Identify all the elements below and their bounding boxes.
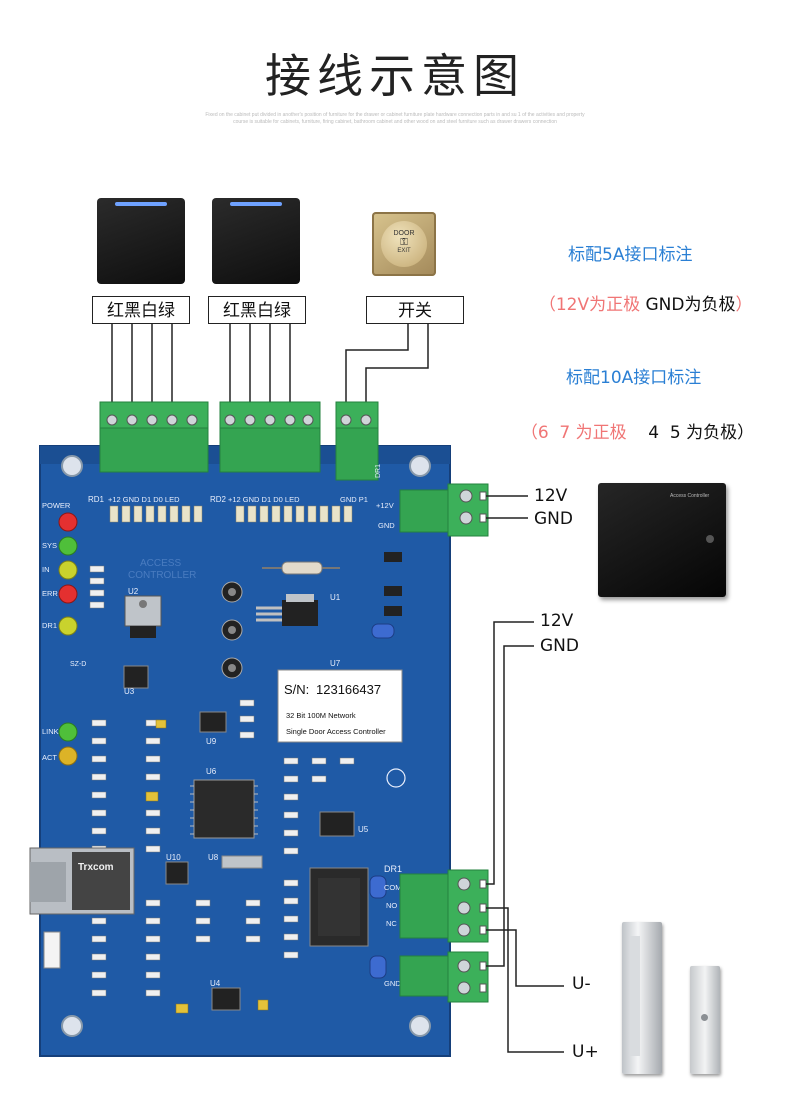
svg-text:SYS: SYS	[42, 541, 57, 550]
door-text: DOOR	[393, 230, 415, 237]
magnetic-lock	[622, 922, 662, 1074]
svg-text:U5: U5	[358, 825, 369, 834]
svg-text:U1: U1	[330, 593, 341, 602]
jack-brand: Trxcom	[78, 862, 114, 873]
connector-header	[43, 931, 61, 969]
exit-button-device: DOOR ⚿ EXIT	[372, 212, 436, 276]
gnd-label: GND	[378, 521, 395, 530]
no-label: NO	[386, 901, 397, 910]
small-chips	[123, 665, 355, 1011]
terminal-rd1	[99, 401, 209, 473]
svg-text:ACT: ACT	[42, 753, 57, 762]
svg-text:ERR: ERR	[42, 589, 58, 598]
access-text: ACCESS	[140, 558, 181, 569]
lock-u-plus-label: U+	[572, 1042, 599, 1062]
terminal-lock-gnd	[399, 951, 489, 1003]
rd2-label: RD2	[210, 495, 227, 504]
svg-text:U4: U4	[210, 979, 221, 988]
dr1-pin-labels: GND P1	[340, 495, 368, 504]
reader2-wire-label: 红黑白绿	[208, 296, 306, 324]
lock-armature-plate	[690, 966, 720, 1074]
exit-switch-wires	[345, 324, 429, 404]
note-5a-detail: （12V为正极 GND为负极）	[538, 295, 753, 315]
plus12v-label: +12V	[376, 501, 394, 510]
sn-value: 123166437	[316, 682, 381, 697]
svg-text:LINK: LINK	[42, 727, 59, 736]
sn-sticker	[277, 669, 403, 743]
card-reader-2	[212, 198, 300, 284]
power-resistor	[281, 561, 323, 575]
lock-gnd-label: GND	[540, 636, 579, 656]
exit-text: EXIT	[397, 248, 411, 254]
svg-text:U6: U6	[206, 767, 217, 776]
mounting-holes	[61, 455, 431, 1037]
svg-text:POWER: POWER	[42, 501, 71, 510]
dr1-relay-label: DR1	[384, 864, 402, 874]
svg-text:SZ-D: SZ-D	[70, 661, 86, 668]
note-5a-title: 标配5A接口标注	[568, 245, 693, 265]
status-leds: POWER SYS IN ERR DR1 LINK ACT	[42, 501, 78, 766]
card-reader-1	[97, 198, 185, 284]
power-supply-box: Access Controller	[598, 483, 726, 597]
lock-keyhole-icon	[706, 535, 714, 543]
svg-text:U10: U10	[166, 853, 181, 862]
sn-line1: 32 Bit 100M Network	[286, 711, 356, 720]
voltage-regulators: U2 U1	[124, 587, 341, 638]
note-10a-title: 标配10A接口标注	[566, 368, 702, 388]
terminal-relay	[399, 869, 489, 943]
rd1-label: RD1	[88, 495, 105, 504]
diodes	[384, 552, 402, 616]
power-wires	[486, 495, 528, 519]
reader2-wires	[229, 324, 291, 404]
diagram-title: 接线示意图	[265, 49, 525, 103]
ceramic-capacitors	[369, 623, 395, 979]
terminal-dr1	[335, 401, 379, 481]
pcb-board	[39, 445, 451, 1057]
ethernet-jack: Trxcom	[29, 847, 135, 915]
main-mcu-chip: U6	[190, 767, 258, 839]
svg-text:U3: U3	[124, 687, 135, 696]
reader1-wire-label: 红黑白绿	[92, 296, 190, 324]
psu-12v-label: 12V	[534, 486, 568, 506]
lock-wires	[486, 621, 564, 1053]
svg-text:U2: U2	[128, 587, 139, 596]
psu-gnd-label: GND	[534, 509, 573, 529]
reader1-wires	[111, 324, 173, 404]
svg-text:GND: GND	[384, 979, 401, 988]
note-10a-detail: （6 7 为正极 4 5 为负极）	[520, 423, 755, 443]
sn-line2: Single Door Access Controller	[286, 727, 386, 736]
power-supply-label: Access Controller	[670, 493, 710, 499]
svg-text:DR1: DR1	[42, 621, 57, 630]
svg-text:IN: IN	[42, 565, 50, 574]
svg-text:CONTROLLER: CONTROLLER	[128, 570, 196, 581]
exit-switch-label: 开关	[366, 296, 464, 324]
capacitors	[221, 581, 243, 679]
terminal-rd2	[219, 401, 321, 473]
rd2-pin-labels: +12 GND D1 D0 LED	[228, 495, 300, 504]
svg-text:U9: U9	[206, 737, 217, 746]
recycle-icon	[386, 768, 406, 788]
svg-text:U7: U7	[330, 659, 341, 668]
svg-text:U8: U8	[208, 853, 219, 862]
key-icon: ⚿	[400, 237, 408, 248]
dr1-label: DR1	[375, 464, 382, 478]
nc-label: NC	[386, 919, 397, 928]
com-label: COM	[384, 883, 402, 892]
sn-label: S/N:	[284, 682, 309, 697]
terminal-power	[399, 483, 489, 537]
rd1-pin-labels: +12 GND D1 D0 LED	[108, 495, 180, 504]
lock-u-minus-label: U-	[572, 974, 591, 994]
lock-12v-label: 12V	[540, 611, 574, 631]
resistor-row	[109, 505, 353, 523]
subtitle: Fixed on the cabinet put divided in anot…	[205, 112, 585, 125]
relay	[309, 867, 369, 947]
